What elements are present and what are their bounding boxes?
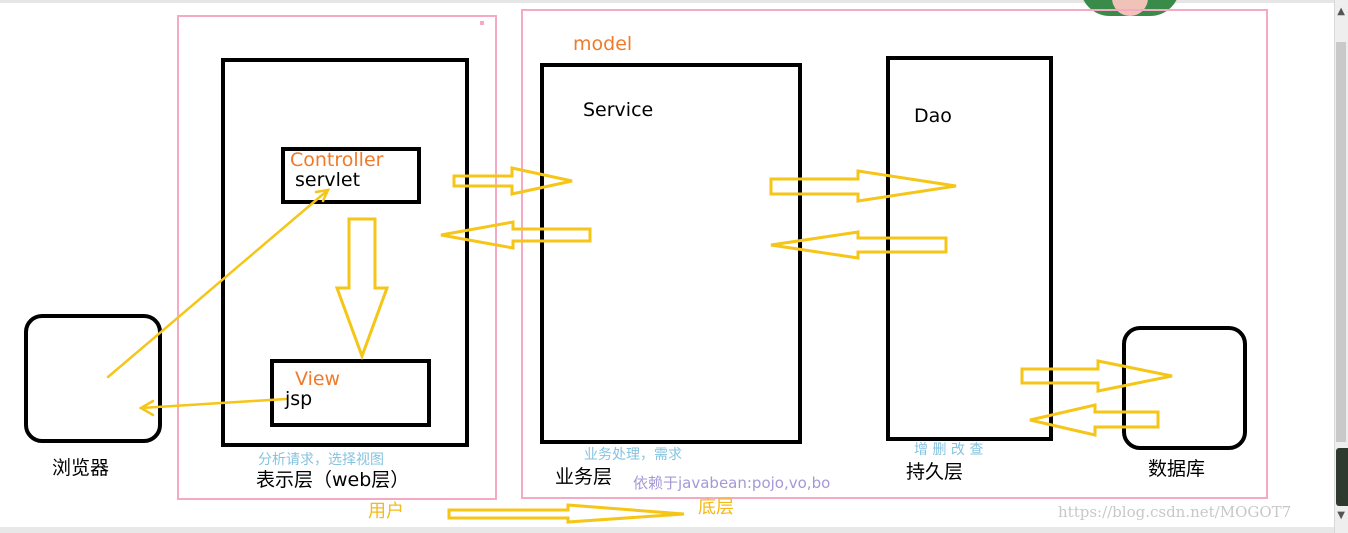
arrow-browser-to-servlet-head	[314, 188, 331, 203]
view-label: View	[295, 368, 341, 390]
jsp-label: jsp	[285, 388, 313, 410]
view-box	[270, 359, 431, 427]
arrow-jsp-to-browser-head	[138, 399, 155, 417]
dao-box	[886, 56, 1053, 441]
database-box	[1122, 326, 1247, 450]
business-layer-label: 业务层	[555, 466, 613, 488]
decorative-figure-face	[1112, 0, 1148, 16]
user-label: 用户	[368, 501, 404, 522]
dao-note: 增 删 改 查	[914, 442, 984, 458]
arrow-dao-to-database	[1020, 359, 1173, 393]
bottom-layer-label: 底层	[698, 497, 734, 518]
horizontal-scrollbar[interactable]	[0, 527, 1334, 533]
arrow-jsp-to-browser-line	[139, 397, 288, 410]
top-edge-line	[0, 0, 1334, 3]
presentation-layer-label: 表示层（web层）	[256, 469, 410, 491]
scrollbar-thumb[interactable]	[1336, 42, 1346, 442]
arrow-browser-to-servlet-line	[106, 188, 330, 379]
dependency-note: 依赖于javabean:pojo,vo,bo	[633, 474, 831, 492]
arrow-servlet-to-service	[452, 166, 573, 196]
arrow-servlet-to-jsp	[334, 217, 390, 361]
scroll-down-icon[interactable]: ▼	[1337, 510, 1345, 521]
arrow-user-to-bottom	[447, 503, 685, 524]
servlet-label: servlet	[295, 169, 361, 191]
service-note: 业务处理，需求	[584, 447, 682, 463]
arrow-service-to-servlet	[440, 220, 592, 250]
arrow-dao-to-service	[770, 230, 948, 260]
model-frame	[521, 9, 1268, 499]
frame-handle-dot	[480, 21, 484, 25]
scroll-up-icon[interactable]: ▲	[1337, 6, 1345, 17]
browser-box	[24, 314, 162, 443]
database-label: 数据库	[1148, 458, 1206, 480]
service-label: Service	[583, 99, 654, 121]
dao-label: Dao	[914, 105, 952, 127]
web-layer-frame	[177, 15, 497, 500]
controller-box	[281, 147, 421, 204]
arrow-database-to-dao	[1029, 403, 1160, 437]
persistence-layer-label: 持久层	[906, 461, 964, 483]
model-label: model	[573, 33, 633, 55]
watermark-url: https://blog.csdn.net/MOGOT7	[1058, 503, 1292, 521]
controller-label: Controller	[290, 149, 384, 171]
presentation-note: 分析请求，选择视图	[258, 452, 384, 468]
arrow-service-to-dao	[769, 169, 957, 203]
browser-label: 浏览器	[52, 457, 110, 479]
service-box	[540, 63, 802, 444]
side-widget[interactable]	[1336, 448, 1348, 506]
